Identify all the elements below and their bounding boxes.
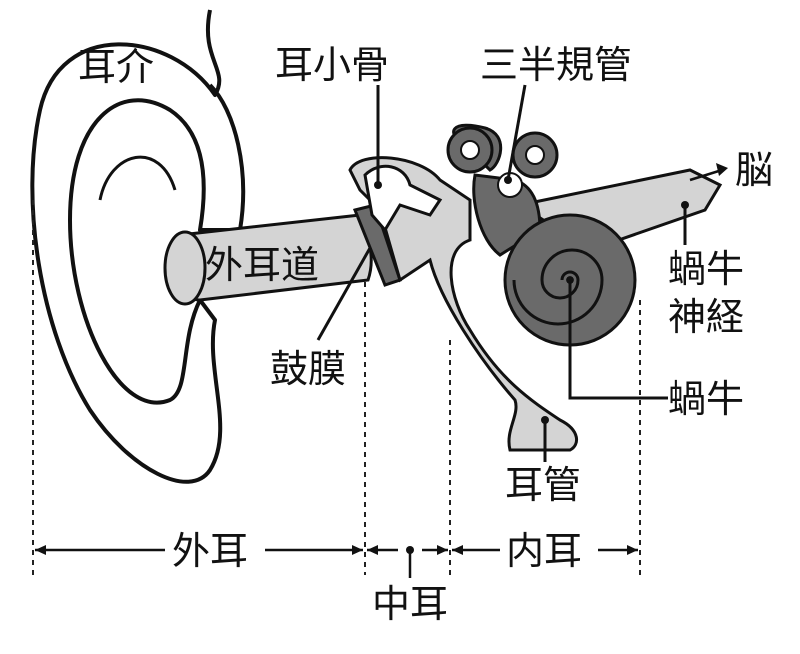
label-ear-canal: 外耳道 [205,243,319,287]
label-brain: 脳 [735,148,773,192]
label-eardrum: 鼓膜 [270,347,346,391]
label-cochlea: 蝸牛 [668,377,744,421]
section-middle-ear: 中耳 [372,582,448,626]
label-ossicles: 耳小骨 [275,43,389,87]
semicircular-canals-shape [446,123,559,257]
ossicles-shape [363,164,443,233]
section-outer-ear: 外耳 [172,529,248,573]
brain-arrow-icon [716,163,728,176]
label-auricle: 耳介 [78,45,154,89]
leader-lines [316,84,728,462]
label-eustachian-tube: 耳管 [505,463,581,507]
label-cochlear-nerve-line1: 蝸牛 [668,247,744,291]
brain-arrow-line [689,168,723,182]
canal-opening [163,230,207,306]
section-boundaries [32,200,641,575]
auricle-shape [30,9,246,484]
label-semicircular-canals: 三半規管 [480,43,632,87]
section-inner-ear: 内耳 [506,529,582,573]
label-cochlear-nerve-line2: 神経 [668,295,744,339]
section-arrows [35,545,638,578]
middle-ear-and-eustachian-tube [348,156,579,452]
